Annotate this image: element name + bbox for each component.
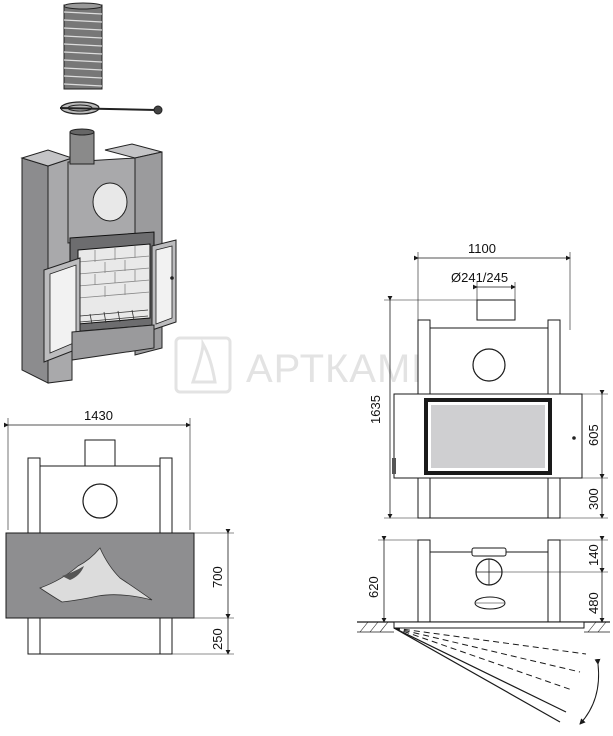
elevation-width-label: 1100	[468, 241, 496, 256]
flame-shadow-icon	[62, 566, 84, 580]
opening-height-label: 605	[586, 424, 601, 446]
front-width-label: 1430	[84, 408, 113, 423]
decor-height-label: 700	[210, 566, 225, 588]
fireplace-body-3d	[20, 128, 177, 384]
flame-motif-icon	[39, 547, 153, 603]
plan-view: 620 140 480	[357, 536, 610, 725]
plan-depth-label: 620	[366, 576, 381, 598]
watermark-logo	[174, 336, 232, 394]
total-height-label: 1635	[368, 395, 383, 424]
plan-upper-depth-label: 140	[586, 544, 601, 566]
elevation-flue-collar	[476, 299, 516, 321]
plan-lower-depth-label: 480	[586, 592, 601, 614]
door-swing-arc-icon	[579, 658, 601, 725]
smoke-opening	[82, 483, 118, 519]
elevation-view: 1100 Ø241/245 1635 605 300	[368, 241, 608, 519]
watermark-flame-icon	[190, 338, 217, 384]
flue-outlet	[84, 439, 116, 467]
flue-damper	[59, 101, 163, 115]
elevation-smoke-opening	[472, 348, 506, 382]
exploded-3d-view	[20, 2, 177, 384]
front-view: 1430 700 250	[4, 408, 234, 655]
flue-diameter-label: Ø241/245	[451, 270, 508, 285]
base-height-label: 300	[586, 488, 601, 510]
leg-height-label: 250	[210, 628, 225, 650]
flexible-flue-pipe	[63, 2, 103, 90]
